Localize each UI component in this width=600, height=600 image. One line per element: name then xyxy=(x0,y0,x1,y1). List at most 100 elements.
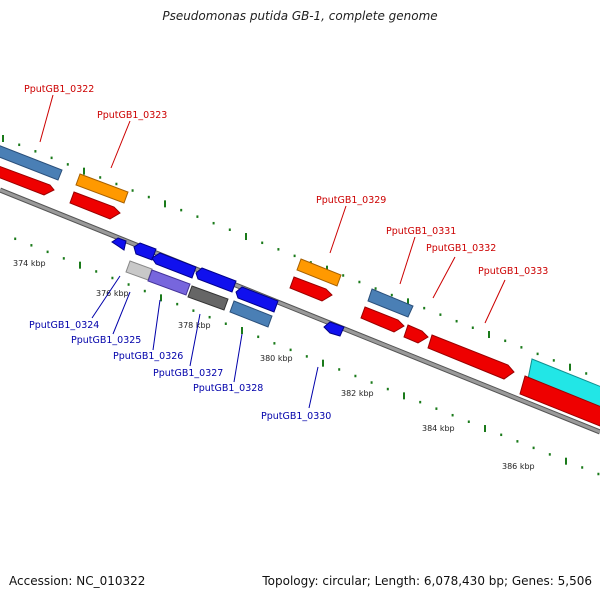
minor-tick xyxy=(504,339,507,343)
minor-tick xyxy=(273,342,276,345)
footer-summary: Topology: circular; Length: 6,078,430 bp… xyxy=(262,574,592,588)
minor-tick xyxy=(111,276,114,280)
minor-tick xyxy=(176,302,179,306)
minor-tick xyxy=(423,306,426,310)
gene-label-0329: PputGB1_0329 xyxy=(316,195,386,206)
tick-labels: 374 kbp 376 kbp 378 kbp 380 kbp 382 kbp … xyxy=(13,259,535,471)
gene-0327[interactable] xyxy=(187,285,229,311)
tick-label-384: 384 kbp xyxy=(422,424,455,433)
major-tick xyxy=(164,200,166,208)
minor-tick xyxy=(536,352,539,356)
minor-tick xyxy=(585,372,588,375)
forward-genes xyxy=(0,145,600,427)
footer-accession: Accession: NC_010322 xyxy=(9,574,146,588)
major-tick xyxy=(569,363,571,371)
gene-0324[interactable] xyxy=(125,260,153,281)
minor-tick xyxy=(532,446,535,450)
gene-label-0332: PputGB1_0332 xyxy=(426,243,496,254)
minor-tick xyxy=(289,348,292,352)
minor-tick xyxy=(467,420,470,423)
minor-tick xyxy=(516,440,519,443)
minor-tick xyxy=(127,283,130,286)
gene-0326[interactable] xyxy=(147,269,191,296)
tick-label-386: 386 kbp xyxy=(502,462,535,471)
minor-tick xyxy=(293,254,296,258)
minor-tick xyxy=(14,237,17,241)
minor-tick xyxy=(196,215,199,218)
gene-label-0325: PputGB1_0325 xyxy=(71,335,141,346)
gene-label-0326: PputGB1_0326 xyxy=(113,351,183,362)
gene-0323[interactable] xyxy=(69,173,129,220)
gene-small-b[interactable] xyxy=(133,242,157,261)
gene-label-0328: PputGB1_0328 xyxy=(193,383,263,394)
tick-label-376: 376 kbp xyxy=(96,289,129,298)
minor-tick xyxy=(386,387,389,391)
gene-label-0330: PputGB1_0330 xyxy=(261,411,331,422)
minor-tick xyxy=(439,313,442,316)
tick-label-382: 382 kbp xyxy=(341,389,374,398)
minor-tick xyxy=(552,359,555,362)
minor-tick xyxy=(342,274,345,277)
major-tick xyxy=(79,261,81,269)
gene-0329[interactable] xyxy=(289,258,342,302)
minor-tick xyxy=(500,433,503,437)
minor-tick xyxy=(374,287,377,290)
minor-tick xyxy=(597,472,600,476)
tick-label-380: 380 kbp xyxy=(260,354,293,363)
minor-tick xyxy=(95,270,98,273)
major-tick xyxy=(565,457,567,465)
gene-0333[interactable] xyxy=(519,358,600,427)
callout-lines xyxy=(39,94,506,409)
gene-0328[interactable] xyxy=(229,300,273,328)
gene-0328-a[interactable] xyxy=(235,286,279,313)
minor-tick xyxy=(212,221,215,225)
major-tick xyxy=(488,331,490,339)
minor-tick xyxy=(338,368,341,371)
minor-tick xyxy=(115,182,118,186)
minor-tick xyxy=(30,244,33,247)
gene-0327-a[interactable] xyxy=(195,267,237,293)
minor-tick xyxy=(257,335,260,339)
gene-0331[interactable] xyxy=(360,288,414,333)
minor-tick xyxy=(261,241,264,245)
gene-label-0333: PputGB1_0333 xyxy=(478,266,548,277)
minor-tick xyxy=(277,248,280,251)
gene-label-0323: PputGB1_0323 xyxy=(97,110,167,121)
minor-tick xyxy=(46,250,49,254)
reverse-genes xyxy=(111,237,345,337)
minor-tick xyxy=(455,319,458,323)
gene-0332[interactable] xyxy=(403,324,515,380)
major-tick xyxy=(322,359,324,367)
minor-tick xyxy=(520,346,523,349)
gene-small-a[interactable] xyxy=(111,237,127,251)
minor-tick xyxy=(548,453,551,456)
minor-tick xyxy=(99,176,102,179)
minor-tick xyxy=(180,208,183,212)
minor-tick xyxy=(66,163,69,166)
minor-tick xyxy=(358,280,361,284)
minor-tick xyxy=(62,257,65,260)
major-tick xyxy=(2,135,4,142)
gene-0322[interactable] xyxy=(0,145,63,196)
minor-tick xyxy=(451,413,454,417)
gene-label-0327: PputGB1_0327 xyxy=(153,368,223,379)
lower-tick-track xyxy=(14,237,600,476)
minor-tick xyxy=(147,195,150,199)
forward-gene-labels: PputGB1_0322 PputGB1_0323 PputGB1_0329 P… xyxy=(24,84,548,277)
gene-label-0322: PputGB1_0322 xyxy=(24,84,94,95)
gene-0330[interactable] xyxy=(323,321,345,337)
gene-label-0324: PputGB1_0324 xyxy=(29,320,99,331)
major-tick xyxy=(245,233,247,241)
minor-tick xyxy=(131,189,134,192)
tick-label-378: 378 kbp xyxy=(178,321,211,330)
major-tick xyxy=(241,327,243,335)
minor-tick xyxy=(305,355,308,358)
minor-tick xyxy=(471,326,474,329)
minor-tick xyxy=(50,156,53,160)
gene-0325[interactable] xyxy=(151,252,197,279)
minor-tick xyxy=(208,315,211,319)
tick-label-374: 374 kbp xyxy=(13,259,46,268)
minor-tick xyxy=(435,407,438,410)
minor-tick xyxy=(143,289,146,293)
